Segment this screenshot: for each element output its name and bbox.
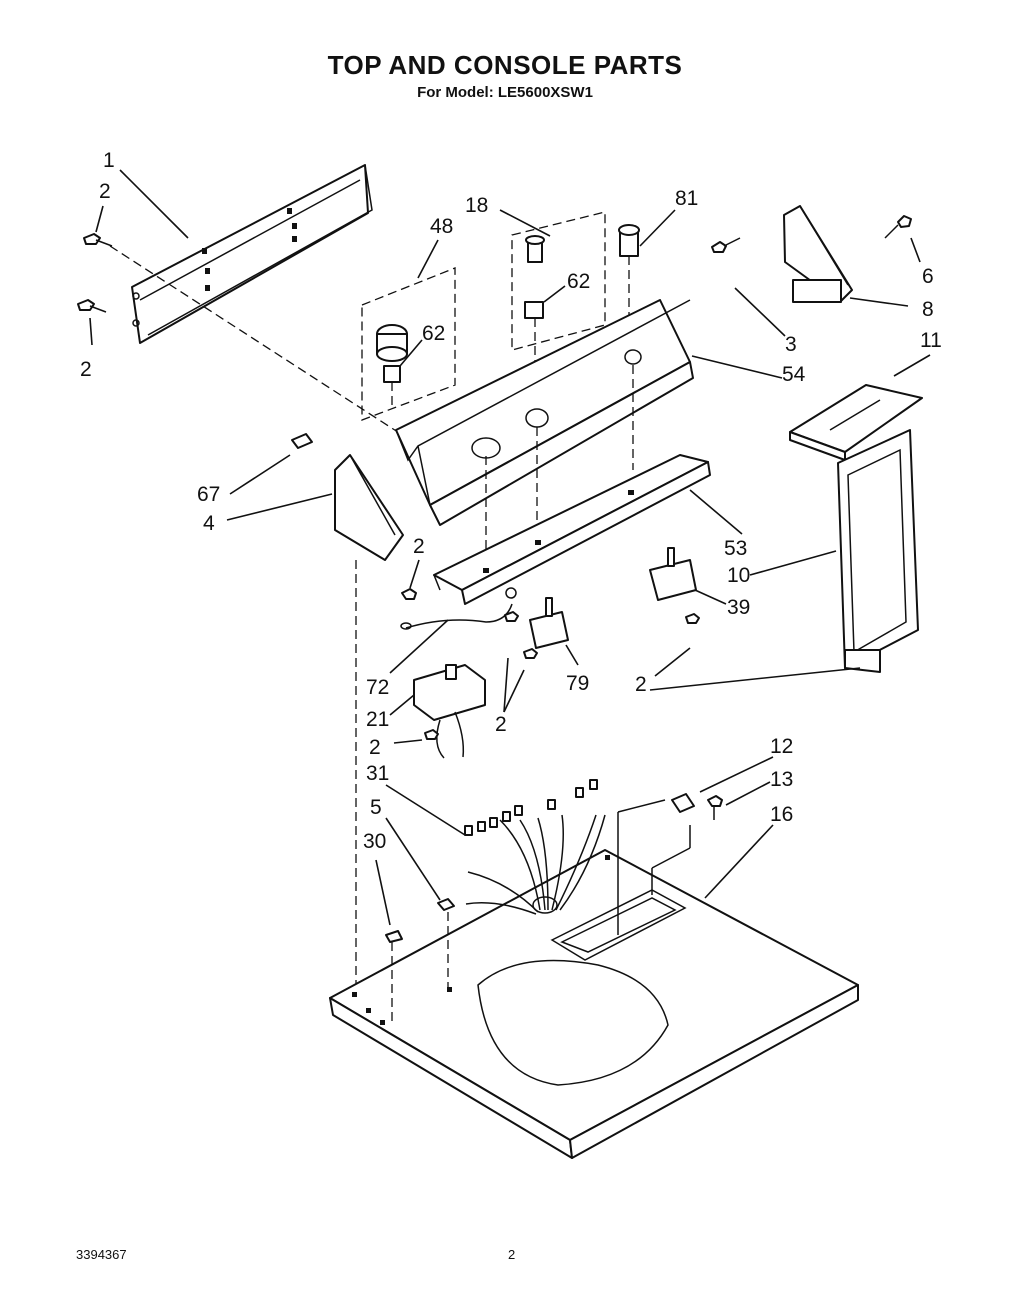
leader-lines xyxy=(89,169,931,926)
callout-81: 81 xyxy=(675,187,698,210)
wire-72 xyxy=(405,603,513,629)
knob-group-48 xyxy=(361,267,456,421)
right-bracket xyxy=(783,205,853,303)
callout-31: 31 xyxy=(366,762,389,785)
wire-harness xyxy=(464,779,606,915)
callout-21: 21 xyxy=(366,708,389,731)
screw-icon xyxy=(77,233,113,313)
callout-11: 11 xyxy=(920,329,942,352)
callout-62: 62 xyxy=(422,322,445,345)
timer-21 xyxy=(413,664,486,759)
callout-1: 1 xyxy=(103,149,115,172)
callout-2: 2 xyxy=(635,673,647,696)
callout-8: 8 xyxy=(922,298,934,321)
knob-81-icon xyxy=(618,224,640,257)
callout-labels: 1 2 2 18 48 62 62 81 6 3 8 54 11 67 4 2 … xyxy=(80,149,942,853)
console-bracket xyxy=(433,454,711,605)
callout-39: 39 xyxy=(727,596,750,619)
callout-6: 6 xyxy=(922,265,934,288)
switch-39 xyxy=(649,547,697,601)
callout-5: 5 xyxy=(370,796,382,819)
callout-13: 13 xyxy=(770,768,793,791)
lint-filter xyxy=(837,429,919,673)
callout-2: 2 xyxy=(413,535,425,558)
callout-3: 3 xyxy=(785,333,797,356)
callout-2: 2 xyxy=(80,358,92,381)
callout-10: 10 xyxy=(727,564,750,587)
callout-12: 12 xyxy=(770,735,793,758)
screw-icon xyxy=(711,215,912,253)
callout-62: 62 xyxy=(567,270,590,293)
clip-icon xyxy=(385,793,695,943)
callout-79: 79 xyxy=(566,672,589,695)
callout-67: 67 xyxy=(197,483,220,506)
callout-48: 48 xyxy=(430,215,453,238)
callout-16: 16 xyxy=(770,803,793,826)
clip-icon xyxy=(291,433,313,449)
top-panel xyxy=(329,849,859,1159)
callout-4: 4 xyxy=(203,512,215,535)
switch-79 xyxy=(529,597,569,649)
knob-icon xyxy=(376,324,408,383)
callout-2: 2 xyxy=(99,180,111,203)
screw-icon xyxy=(707,795,723,820)
callout-72: 72 xyxy=(366,676,389,699)
end-cap xyxy=(334,454,404,561)
model-subtitle: For Model: LE5600XSW1 xyxy=(417,84,593,101)
callout-2: 2 xyxy=(495,713,507,736)
page-number: 2 xyxy=(508,1247,516,1262)
knob-icon xyxy=(524,235,545,319)
callout-53: 53 xyxy=(724,537,747,560)
console-panel xyxy=(395,299,694,526)
knob-group-18 xyxy=(511,211,606,351)
callout-2: 2 xyxy=(369,736,381,759)
document-number: 3394367 xyxy=(76,1247,127,1262)
callout-54: 54 xyxy=(782,363,806,386)
rear-panel xyxy=(131,164,373,344)
callout-30: 30 xyxy=(363,830,386,853)
page-title: TOP AND CONSOLE PARTS xyxy=(327,50,683,80)
callout-18: 18 xyxy=(465,194,488,217)
